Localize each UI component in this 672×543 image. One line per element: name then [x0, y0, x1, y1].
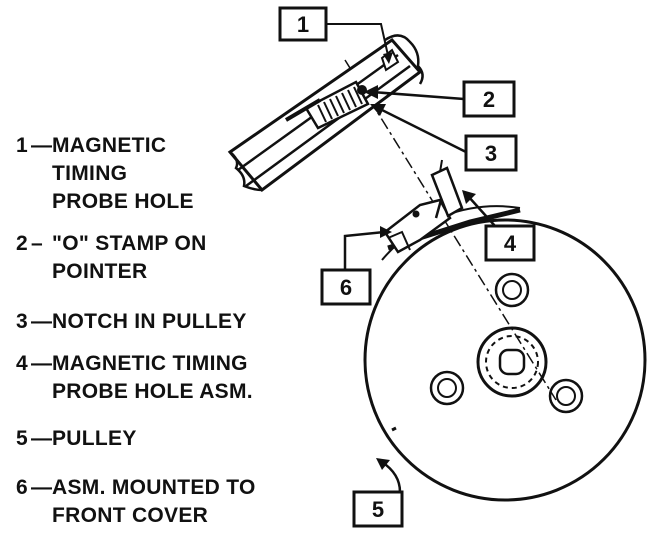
- callout-3-box: [464, 134, 518, 172]
- callout-4-box: [484, 224, 536, 262]
- callout-3-leader: [377, 106, 467, 154]
- legend-item-1-line-2: TIMING: [52, 162, 127, 185]
- front-cover-pulley-section: [227, 34, 424, 193]
- pointer-graduations: [317, 86, 363, 123]
- callout-2-leader: [371, 90, 465, 101]
- bracket-bolt: [412, 210, 420, 218]
- callout-6-label: 6: [340, 275, 352, 300]
- pulley-hub-outer: [476, 326, 548, 398]
- callout-4-label: 4: [504, 231, 517, 256]
- callout-2: 2: [364, 80, 516, 118]
- legend-item-3: 3 — NOTCH IN PULLEY: [16, 310, 247, 333]
- callout-5: 5: [352, 458, 404, 528]
- legend-item-1-number: 1: [16, 134, 28, 157]
- callout-3: 3: [370, 104, 518, 172]
- legend-item-2: 2 – "O" STAMP ON POINTER: [16, 232, 207, 283]
- pointer: [304, 80, 370, 130]
- legend-item-1: 1 — MAGNETIC TIMING PROBE HOLE: [16, 134, 194, 213]
- legend-item-6-line-1: ASM. MOUNTED TO: [52, 476, 256, 499]
- pointer-arm: [284, 98, 322, 122]
- legend: 1 — MAGNETIC TIMING PROBE HOLE 2 – "O" S…: [16, 134, 256, 527]
- callout-1-arrowhead: [383, 52, 393, 64]
- legend-item-5: 5 — PULLEY: [16, 427, 137, 450]
- pulley-mark: [391, 426, 397, 432]
- callout-6-leader: [343, 230, 385, 270]
- legend-item-4: 4 — MAGNETIC TIMING PROBE HOLE ASM.: [16, 352, 253, 403]
- legend-item-2-line-2: POINTER: [52, 260, 147, 283]
- legend-item-3-separator: —: [31, 310, 52, 333]
- legend-item-6: 6 — ASM. MOUNTED TO FRONT COVER: [16, 476, 256, 527]
- legend-item-4-separator: —: [31, 352, 52, 375]
- legend-item-1-line-3: PROBE HOLE: [52, 190, 194, 213]
- callout-1-leader: [326, 23, 390, 61]
- legend-item-2-line-1: "O" STAMP ON: [52, 232, 207, 255]
- legend-item-1-line-1: MAGNETIC: [52, 134, 166, 157]
- legend-item-1-separator: —: [31, 134, 52, 157]
- legend-item-5-line-1: PULLEY: [52, 427, 137, 450]
- groove-2: [245, 64, 411, 188]
- callout-1-label: 1: [297, 12, 309, 37]
- legend-item-3-number: 3: [16, 310, 28, 333]
- callout-3-arrowhead: [370, 104, 386, 116]
- callout-2-label: 2: [483, 87, 495, 112]
- timing-center-line: [344, 59, 557, 401]
- legend-item-6-separator: —: [31, 476, 52, 499]
- callout-5-arrowhead: [376, 458, 390, 470]
- legend-item-6-line-2: FRONT COVER: [52, 504, 208, 527]
- callout-2-arrowhead: [364, 85, 378, 99]
- legend-item-3-line-1: NOTCH IN PULLEY: [52, 310, 247, 333]
- bolt-hole-left: [429, 370, 465, 406]
- bolt-hole-right: [548, 378, 584, 414]
- callout-5-box: [352, 490, 404, 528]
- legend-item-5-separator: —: [31, 427, 52, 450]
- callout-6-arrowhead: [380, 226, 392, 238]
- legend-item-4-line-2: PROBE HOLE ASM.: [52, 380, 253, 403]
- callout-2-box: [462, 80, 516, 118]
- legend-item-2-number: 2: [16, 232, 28, 255]
- cover-top-profile: [384, 34, 424, 85]
- bracket-plate: [383, 198, 452, 254]
- probe-tube-tip: [439, 159, 443, 173]
- o-stamp-mark: [357, 85, 367, 95]
- callout-3-label: 3: [485, 141, 497, 166]
- legend-item-4-line-1: MAGNETIC TIMING: [52, 352, 248, 375]
- pulley-hub-center: [498, 348, 526, 376]
- bracket-tab: [387, 230, 411, 251]
- pulley: [363, 205, 647, 502]
- cover-end-profile: [229, 151, 263, 192]
- legend-item-6-number: 6: [16, 476, 28, 499]
- legend-item-2-separator: –: [31, 232, 43, 255]
- bolt-hole-top: [494, 272, 530, 308]
- callout-4-leader: [467, 195, 496, 227]
- legend-item-4-number: 4: [16, 352, 28, 375]
- legend-item-5-number: 5: [16, 427, 28, 450]
- probe-hole-assembly: [383, 159, 464, 254]
- pulley-rim: [363, 218, 647, 502]
- callout-6: 6: [320, 226, 392, 306]
- callout-4-arrowhead: [462, 190, 476, 204]
- probe-tube: [430, 166, 464, 218]
- probe-pin: [434, 199, 443, 219]
- pulley-hub-ring: [485, 335, 539, 389]
- callout-4: 4: [462, 190, 536, 262]
- callout-5-label: 5: [372, 497, 384, 522]
- callout-1: 1: [278, 6, 393, 64]
